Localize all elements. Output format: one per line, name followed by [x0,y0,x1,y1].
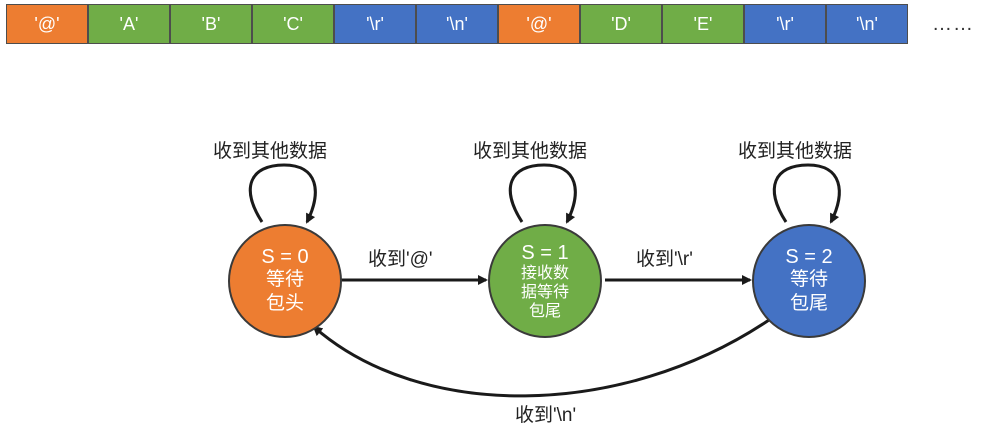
self-loop-s0-label: 收到其他数据 [213,141,328,162]
sequence-cell-1: 'A' [88,4,170,44]
state-s0-desc-line1: 等待 [265,269,304,290]
sequence-cell-7: 'D' [580,4,662,44]
transition-s1-s2-label: 收到'\r' [636,249,693,270]
state-s2-desc-line2: 包尾 [789,293,828,314]
state-s0: S = 0 等待 包头 [228,224,342,338]
state-s1-desc-line1: 接收数 [520,264,569,282]
sequence-cell-4: '\r' [334,4,416,44]
sequence-cell-9: '\r' [744,4,826,44]
state-s1: S = 1 接收数 据等待 包尾 [488,224,602,338]
self-loop-s2-arrow [772,163,841,224]
state-s1-desc-line2: 据等待 [520,283,569,301]
sequence-cell-10: '\n' [826,4,908,44]
self-loop-s1-arrow [508,163,577,224]
sequence-cell-6: '@' [498,4,580,44]
sequence-cell-8: 'E' [662,4,744,44]
state-s1-desc-line3: 包尾 [528,302,561,320]
sequence-cell-0: '@' [6,4,88,44]
sequence-cell-2: 'B' [170,4,252,44]
self-loop-s2-label: 收到其他数据 [738,141,853,162]
sequence-cell-5: '\n' [416,4,498,44]
transition-s2-s0-label: 收到'\n' [515,405,577,426]
state-s0-title: S = 0 [261,246,309,268]
sequence-cell-3: 'C' [252,4,334,44]
self-loop-s1-label: 收到其他数据 [473,141,588,162]
arrow-s2-to-s0 [312,318,770,398]
self-loop-s0-arrow [248,163,317,224]
state-s1-title: S = 1 [521,241,569,264]
transition-s0-s1-label: 收到'@' [368,249,433,270]
state-s2: S = 2 等待 包尾 [752,224,866,338]
sequence-ellipsis: …… [932,12,974,35]
state-s0-desc-line2: 包头 [265,293,304,314]
state-s2-title: S = 2 [785,246,833,268]
state-s2-desc-line1: 等待 [789,269,828,290]
